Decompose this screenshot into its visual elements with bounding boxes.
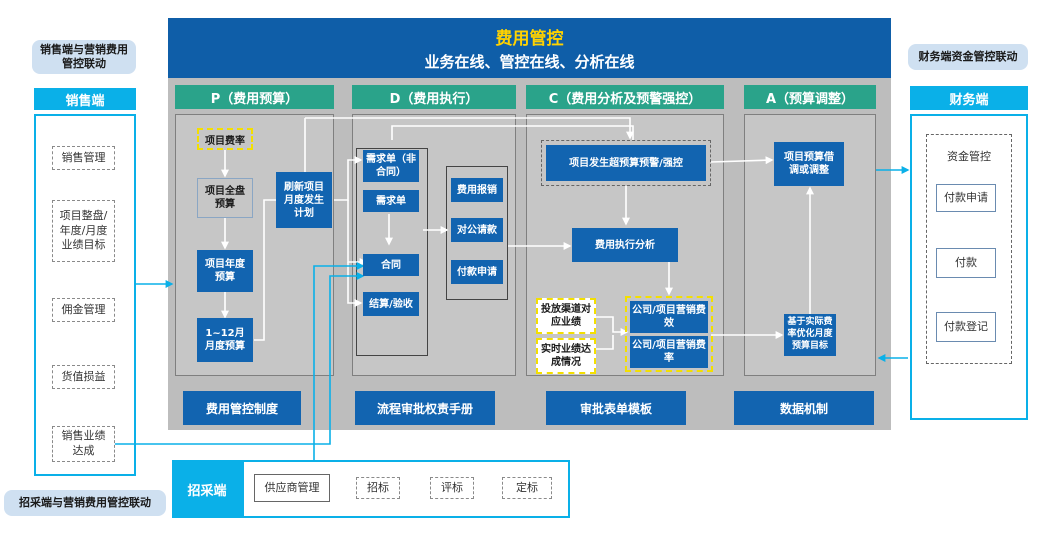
- header-title: 费用管控: [495, 28, 564, 49]
- stage-c-title: C（费用分析及预警强控）: [526, 85, 724, 109]
- d-demand-non-contract: 需求单（非合同）: [363, 150, 419, 182]
- d-payment-request: 付款申请: [451, 260, 503, 284]
- stage-a-title: A（预算调整）: [744, 85, 876, 109]
- sales-item-value-profit-loss: 货值损益: [52, 365, 115, 389]
- header-subtitle: 业务在线、管控在线、分析在线: [424, 52, 635, 71]
- sales-item-performance-target: 项目整盘/年度/月度业绩目标: [52, 200, 115, 262]
- procurement-bidding: 招标: [356, 477, 400, 499]
- d-public-request: 对公请款: [451, 218, 503, 242]
- footer-data-mechanism: 数据机制: [734, 391, 874, 425]
- a-optimize-monthly-target: 基于实际费率优化月度预算目标: [784, 314, 836, 356]
- procurement-bubble: 招采端与营销费用管控联动: [4, 490, 166, 516]
- a-budget-adjustment: 项目预算借调或调整: [774, 142, 844, 186]
- sales-bubble: 销售端与营销费用管控联动: [32, 40, 136, 74]
- procurement-award: 定标: [502, 477, 552, 499]
- d-demand: 需求单: [363, 190, 419, 212]
- stage-p-title: P（费用预算）: [175, 85, 334, 109]
- c-channel-performance: 投放渠道对应业绩: [536, 298, 596, 334]
- c-realtime-performance: 实时业绩达成情况: [536, 338, 596, 374]
- d-settlement: 结算/验收: [363, 292, 419, 316]
- d-reimbursement: 费用报销: [451, 178, 503, 202]
- sales-item-commission: 佣金管理: [52, 298, 115, 322]
- p-refresh-plan: 刷新项目月度发生计划: [276, 172, 332, 228]
- finance-title: 财务端: [910, 86, 1028, 110]
- footer-form-template: 审批表单模板: [546, 391, 686, 425]
- finance-group-title: 资金管控: [947, 150, 991, 163]
- procurement-title: 招采端: [172, 460, 242, 518]
- d-left-group: [356, 148, 428, 356]
- footer-approval-manual: 流程审批权责手册: [355, 391, 495, 425]
- finance-payment: 付款: [936, 248, 996, 278]
- footer-expense-policy: 费用管控制度: [183, 391, 301, 425]
- finance-payment-registration: 付款登记: [936, 312, 996, 342]
- finance-payment-request: 付款申请: [936, 184, 996, 212]
- header-banner: 费用管控 业务在线、管控在线、分析在线: [168, 18, 891, 78]
- c-warning-group: [541, 140, 711, 186]
- p-project-rate: 项目费率: [197, 128, 253, 150]
- c-expense-analysis: 费用执行分析: [572, 228, 678, 262]
- p-monthly-budget: 1~12月月度预算: [197, 318, 253, 362]
- finance-bubble: 财务端资金管控联动: [908, 44, 1028, 70]
- procurement-evaluation: 评标: [430, 477, 474, 499]
- stage-d-title: D（费用执行）: [352, 85, 516, 109]
- c-overbudget-warning: 项目发生超预算预警/强控: [546, 145, 706, 181]
- d-contract: 合同: [363, 254, 419, 276]
- c-marketing-efficiency: 公司/项目营销费效: [630, 301, 708, 333]
- c-metrics-group: [625, 296, 713, 372]
- procurement-supplier-management: 供应商管理: [254, 474, 330, 502]
- sales-item-sales-management: 销售管理: [52, 146, 115, 170]
- sales-item-sales-achievement: 销售业绩达成: [52, 426, 115, 462]
- p-annual-budget: 项目年度预算: [197, 250, 253, 292]
- p-full-budget: 项目全盘预算: [197, 178, 253, 218]
- sales-title: 销售端: [34, 88, 136, 110]
- c-marketing-rate: 公司/项目营销费率: [630, 336, 708, 368]
- sales-panel: [34, 114, 136, 476]
